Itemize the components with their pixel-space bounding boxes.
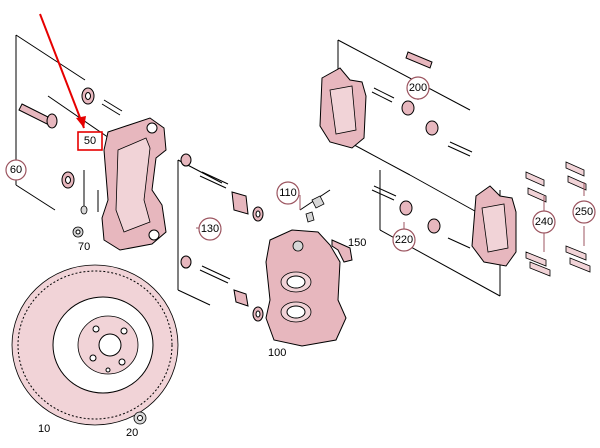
svg-text:110: 110 bbox=[279, 187, 297, 199]
label-100: 100 bbox=[268, 347, 286, 359]
callout-110: 110 bbox=[276, 181, 300, 205]
highlight-label: 50 bbox=[84, 135, 96, 147]
svg-text:240: 240 bbox=[535, 216, 553, 228]
label-20: 20 bbox=[126, 427, 138, 439]
callout-130: 130 bbox=[198, 217, 222, 241]
guide-bolts-130 bbox=[177, 153, 264, 322]
callout-240: 240 bbox=[532, 210, 556, 234]
brake-disc bbox=[11, 264, 179, 426]
inner-brake-pad bbox=[319, 67, 367, 149]
svg-text:250: 250 bbox=[575, 206, 593, 218]
plain-labels: 70 150 100 10 20 bbox=[38, 237, 366, 439]
label-10: 10 bbox=[38, 423, 50, 435]
callout-220: 220 bbox=[392, 228, 416, 252]
wear-clips bbox=[525, 161, 591, 277]
label-70: 70 bbox=[78, 241, 90, 253]
svg-text:200: 200 bbox=[409, 82, 427, 94]
caliper-carrier bbox=[101, 117, 167, 251]
bleeder-valve bbox=[299, 189, 331, 223]
callout-60: 60 bbox=[5, 159, 27, 181]
svg-text:130: 130 bbox=[201, 223, 219, 235]
highlight-pointer: 50 bbox=[39, 13, 103, 151]
label-150: 150 bbox=[348, 237, 366, 249]
callout-250: 250 bbox=[572, 200, 596, 224]
outer-brake-pad bbox=[471, 185, 517, 267]
svg-text:60: 60 bbox=[10, 164, 22, 176]
disc-screw bbox=[133, 411, 147, 425]
guide-pins-60 bbox=[18, 87, 123, 215]
pad-hardware bbox=[371, 51, 473, 249]
spring-clip bbox=[331, 239, 353, 263]
callout-200: 200 bbox=[406, 76, 430, 100]
svg-text:220: 220 bbox=[395, 234, 413, 246]
caliper-housing bbox=[265, 229, 347, 347]
carrier-bolt bbox=[72, 226, 84, 238]
